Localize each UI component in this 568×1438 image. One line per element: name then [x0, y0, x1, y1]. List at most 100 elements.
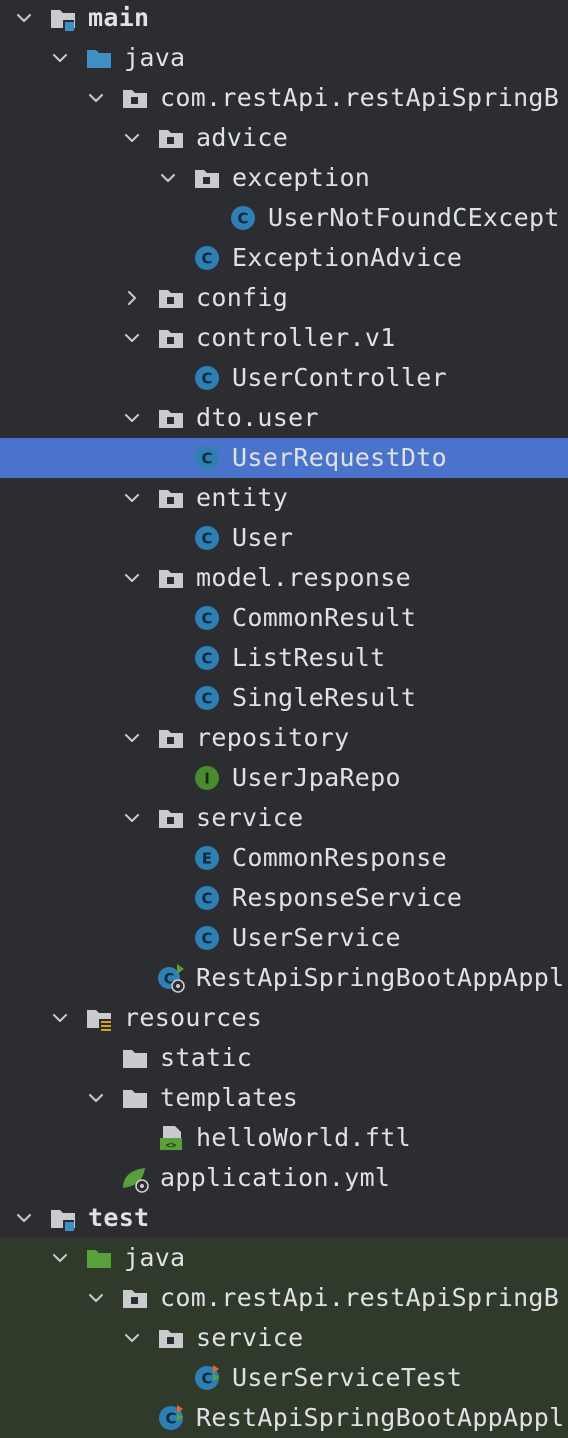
tree-node-label: service — [196, 1323, 304, 1352]
chevron-down-icon[interactable] — [122, 1318, 142, 1358]
tree-node-config[interactable]: config — [0, 278, 568, 318]
class-icon: C — [192, 918, 222, 958]
package-icon — [156, 478, 186, 518]
tree-node-label: service — [196, 803, 304, 832]
tree-node-listresult[interactable]: C ListResult — [0, 638, 568, 678]
svg-text:C: C — [201, 1370, 212, 1388]
tree-node-label: ExceptionAdvice — [232, 243, 463, 272]
tree-node-static[interactable]: static — [0, 1038, 568, 1078]
tree-node-helloworld-ftl[interactable]: <>helloWorld.ftl — [0, 1118, 568, 1158]
tree-node-label: java — [124, 43, 186, 72]
tree-node-repository[interactable]: repository — [0, 718, 568, 758]
tree-node-exception[interactable]: exception — [0, 158, 568, 198]
tree-node-com-restapi-restapispringb[interactable]: com.restApi.restApiSpringB — [0, 1278, 568, 1318]
tree-node-label: CommonResult — [232, 603, 417, 632]
svg-text:C: C — [201, 610, 212, 628]
svg-text:C: C — [201, 450, 212, 468]
tree-node-label: resources — [124, 1003, 263, 1032]
tree-node-label: UserService — [232, 923, 401, 952]
package-icon — [156, 718, 186, 758]
tree-node-label: UserServiceTest — [232, 1363, 463, 1392]
tree-node-label: templates — [160, 1083, 299, 1112]
tree-node-label: model.response — [196, 563, 411, 592]
tree-node-templates[interactable]: templates — [0, 1078, 568, 1118]
tree-node-main[interactable]: main — [0, 0, 568, 38]
tree-node-label: CommonResponse — [232, 843, 447, 872]
svg-text:C: C — [164, 972, 174, 988]
package-icon — [156, 278, 186, 318]
test-source-folder-icon — [84, 1238, 114, 1278]
chevron-right-icon[interactable] — [122, 278, 142, 318]
chevron-down-icon[interactable] — [122, 318, 142, 358]
tree-node-java[interactable]: java — [0, 38, 568, 78]
tree-node-exceptionadvice[interactable]: C ExceptionAdvice — [0, 238, 568, 278]
tree-node-userservice[interactable]: C UserService — [0, 918, 568, 958]
svg-text:C: C — [201, 930, 212, 948]
svg-text:C: C — [201, 370, 212, 388]
source-root-folder-icon — [48, 1198, 78, 1238]
tree-node-label: test — [88, 1203, 150, 1232]
test-class-icon: C — [156, 1398, 186, 1438]
tree-node-service[interactable]: service — [0, 1318, 568, 1358]
chevron-down-icon[interactable] — [122, 118, 142, 158]
chevron-down-icon[interactable] — [122, 798, 142, 838]
tree-node-userservicetest[interactable]: C UserServiceTest — [0, 1358, 568, 1398]
tree-node-dto-user[interactable]: dto.user — [0, 398, 568, 438]
class-icon: C — [192, 878, 222, 918]
tree-node-entity[interactable]: entity — [0, 478, 568, 518]
tree-node-com-restapi-restapispringb[interactable]: com.restApi.restApiSpringB — [0, 78, 568, 118]
svg-text:C: C — [237, 210, 248, 228]
package-icon — [156, 1318, 186, 1358]
tree-node-java[interactable]: java — [0, 1238, 568, 1278]
tree-node-test[interactable]: test — [0, 1198, 568, 1238]
folder-icon — [120, 1038, 150, 1078]
tree-node-model-response[interactable]: model.response — [0, 558, 568, 598]
chevron-down-icon[interactable] — [158, 158, 178, 198]
class-icon: C — [192, 598, 222, 638]
chevron-down-icon[interactable] — [50, 38, 70, 78]
tree-node-commonresponse[interactable]: E CommonResponse — [0, 838, 568, 878]
folder-icon — [120, 1078, 150, 1118]
chevron-down-icon[interactable] — [122, 558, 142, 598]
tree-node-advice[interactable]: advice — [0, 118, 568, 158]
tree-node-label: ListResult — [232, 643, 386, 672]
svg-text:C: C — [201, 690, 212, 708]
tree-node-label: static — [160, 1043, 253, 1072]
tree-node-application-yml[interactable]: application.yml — [0, 1158, 568, 1198]
tree-node-label: exception — [232, 163, 371, 192]
chevron-down-icon[interactable] — [122, 718, 142, 758]
tree-node-commonresult[interactable]: C CommonResult — [0, 598, 568, 638]
chevron-down-icon[interactable] — [86, 1078, 106, 1118]
chevron-down-icon[interactable] — [122, 478, 142, 518]
svg-text:C: C — [165, 1410, 176, 1428]
tree-node-resources[interactable]: resources — [0, 998, 568, 1038]
package-icon — [156, 558, 186, 598]
svg-text:E: E — [202, 850, 212, 868]
tree-node-label: config — [196, 283, 289, 312]
chevron-down-icon[interactable] — [86, 1278, 106, 1318]
tree-node-label: entity — [196, 483, 289, 512]
class-icon: C — [192, 238, 222, 278]
spring-config-icon — [120, 1158, 150, 1198]
chevron-down-icon[interactable] — [14, 1198, 34, 1238]
chevron-down-icon[interactable] — [86, 78, 106, 118]
package-icon — [192, 158, 222, 198]
chevron-down-icon[interactable] — [50, 1238, 70, 1278]
package-icon — [156, 398, 186, 438]
chevron-down-icon[interactable] — [14, 0, 34, 38]
class-icon: C — [192, 638, 222, 678]
interface-icon: I — [192, 758, 222, 798]
tree-node-controller-v1[interactable]: controller.v1 — [0, 318, 568, 358]
chevron-down-icon[interactable] — [50, 998, 70, 1038]
tree-node-service[interactable]: service — [0, 798, 568, 838]
chevron-down-icon[interactable] — [122, 398, 142, 438]
